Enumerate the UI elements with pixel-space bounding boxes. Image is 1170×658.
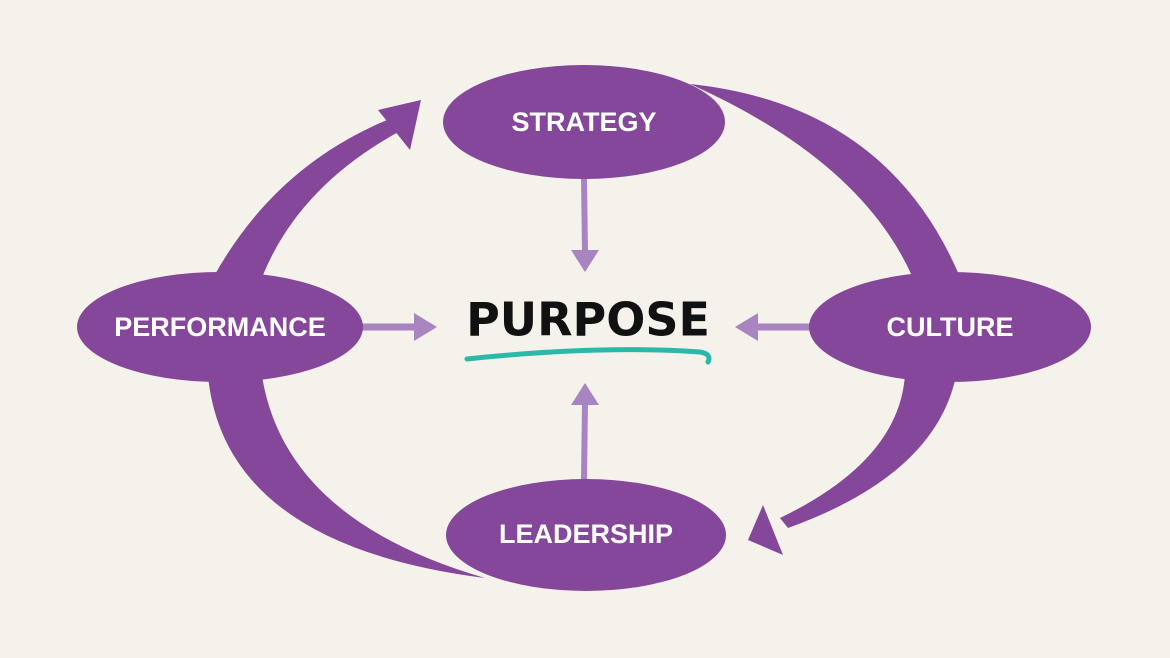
node-label-leadership: LEADERSHIP bbox=[499, 519, 673, 549]
cycle-arrow-leadership-to-performance bbox=[208, 376, 485, 578]
arrowhead-right bbox=[414, 313, 437, 341]
arrow-strategy-to-purpose bbox=[581, 175, 588, 253]
node-label-strategy: STRATEGY bbox=[511, 107, 656, 137]
node-culture bbox=[809, 272, 1091, 382]
node-performance bbox=[77, 272, 363, 382]
arrow-leadership-to-purpose bbox=[581, 402, 588, 481]
node-label-performance: PERFORMANCE bbox=[114, 312, 326, 342]
arrowhead-down bbox=[571, 250, 599, 272]
cycle-arrow-strategy-to-culture bbox=[690, 84, 962, 282]
arrowhead-leadership bbox=[748, 505, 783, 555]
cycle-arrow-performance-to-strategy bbox=[213, 118, 402, 278]
cycle-arrow-culture-to-leadership bbox=[780, 374, 956, 528]
node-label-culture: CULTURE bbox=[887, 312, 1014, 342]
node-leadership bbox=[446, 479, 726, 591]
arrowhead-strategy bbox=[378, 100, 421, 150]
arrowhead-left bbox=[735, 313, 758, 341]
node-strategy bbox=[443, 65, 725, 179]
arrowhead-up bbox=[571, 383, 599, 405]
center-title: PURPOSE bbox=[466, 293, 710, 347]
center-underline bbox=[464, 347, 712, 365]
